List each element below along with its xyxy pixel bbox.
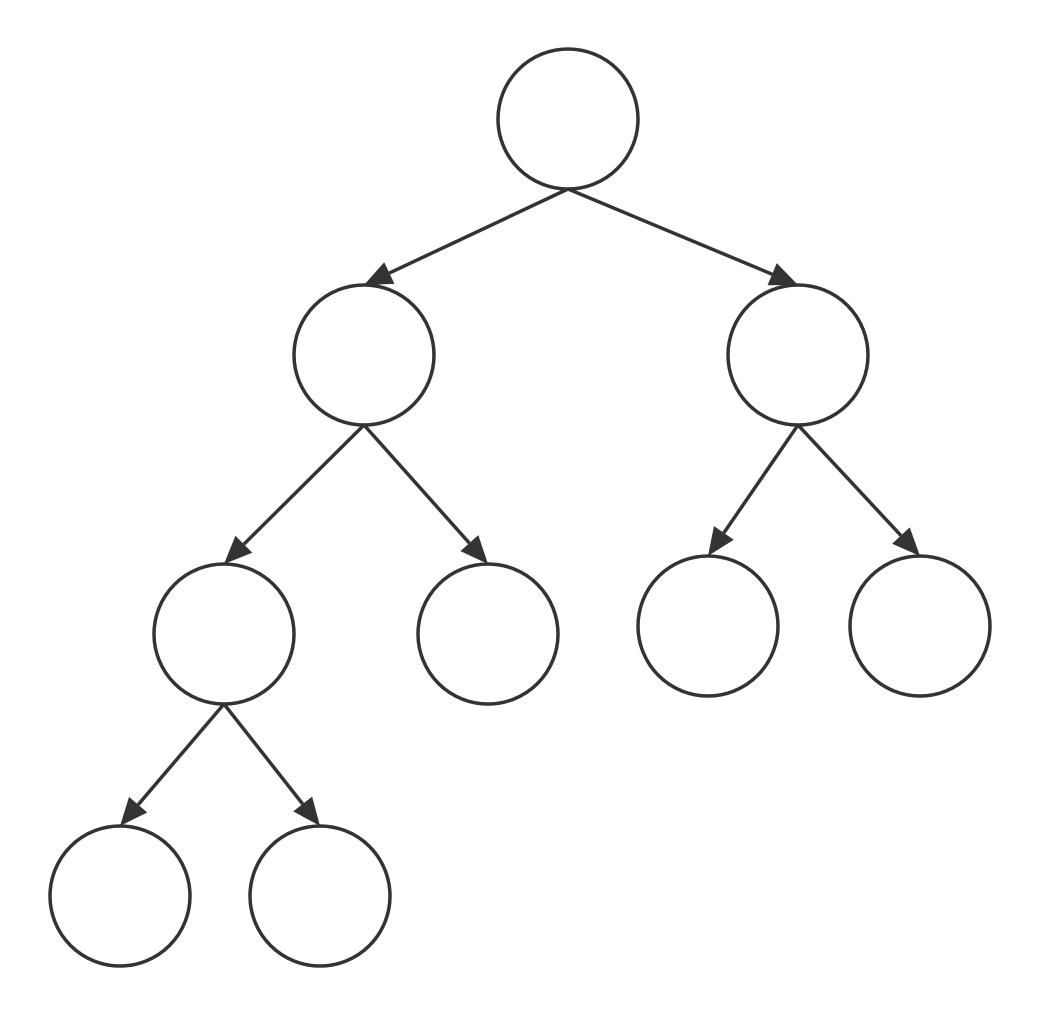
edge-ll-to-lll	[120, 702, 226, 826]
edge-line	[136, 702, 226, 806]
edge-l-to-lr	[362, 423, 488, 564]
tree-node-ll	[152, 562, 296, 706]
arrow-head-icon	[224, 535, 253, 564]
edge-line	[722, 424, 800, 534]
edge-line	[796, 423, 903, 537]
node-circle	[152, 562, 296, 706]
edge-root-to-r	[567, 187, 798, 286]
arrow-head-icon	[120, 796, 148, 826]
tree-node-llr	[248, 824, 392, 968]
node-circle	[636, 554, 780, 698]
tree-node-r	[726, 283, 870, 427]
node-circle	[248, 824, 392, 968]
tree-node-root	[496, 47, 640, 191]
edge-r-to-rl	[708, 424, 800, 556]
node-circle	[292, 283, 436, 427]
tree-node-rr	[848, 554, 992, 698]
edge-l-to-ll	[224, 423, 366, 564]
nodes-layer	[48, 47, 992, 968]
tree-node-rl	[636, 554, 780, 698]
edge-line	[388, 187, 569, 275]
arrow-head-icon	[892, 527, 920, 556]
edge-line	[362, 423, 471, 545]
tree-node-lr	[416, 562, 560, 706]
arrow-head-icon	[364, 262, 395, 285]
edge-r-to-rr	[796, 423, 920, 556]
edge-line	[567, 187, 773, 276]
tree-node-l	[292, 283, 436, 427]
node-circle	[726, 283, 870, 427]
tree-node-lll	[48, 824, 192, 968]
edges-layer	[120, 187, 920, 826]
edge-line	[222, 702, 305, 806]
arrow-head-icon	[767, 263, 798, 286]
edge-ll-to-llr	[222, 702, 320, 826]
node-circle	[416, 562, 560, 706]
edge-line	[242, 423, 366, 546]
arrow-head-icon	[293, 796, 320, 826]
arrow-head-icon	[708, 526, 734, 556]
arrow-head-icon	[460, 535, 488, 564]
edge-root-to-l	[364, 187, 569, 285]
node-circle	[48, 824, 192, 968]
node-circle	[496, 47, 640, 191]
node-circle	[848, 554, 992, 698]
